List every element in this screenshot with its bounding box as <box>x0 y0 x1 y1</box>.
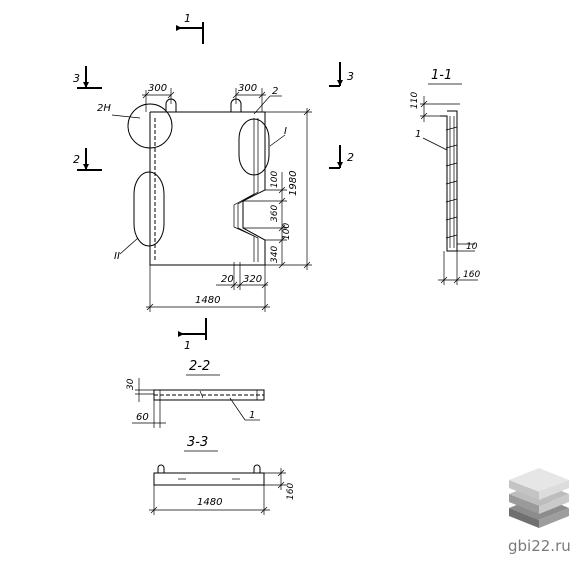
callout-1-view22: 1 <box>249 410 255 421</box>
main-elevation: 2Н II I 2 300 300 1980 <box>97 83 312 312</box>
section-label-1-bottom: 1 <box>184 339 191 352</box>
section-label-3-left: 3 <box>73 72 80 85</box>
dim-100-a: 100 <box>270 171 280 188</box>
view-3-3: 3-3 160 1480 <box>149 435 296 515</box>
section-marker-3-left: 3 <box>73 66 102 89</box>
watermark-text: gbi22.ru <box>508 537 571 555</box>
section-marker-3-right: 3 <box>329 62 354 87</box>
dim-320: 320 <box>243 274 262 285</box>
dim-60: 60 <box>136 412 149 423</box>
section-marker-1-top: 1 <box>176 12 204 44</box>
section-marker-2-right: 2 <box>329 145 354 169</box>
view-2-2: 2-2 30 60 1 <box>126 359 265 428</box>
detail-oval-I <box>238 118 270 176</box>
dim-1480-main: 1480 <box>195 295 220 306</box>
dim-1480-view33: 1480 <box>197 497 222 508</box>
callout-1-view11: 1 <box>415 129 421 140</box>
dim-360: 360 <box>270 205 280 222</box>
dim-30: 30 <box>126 378 136 390</box>
section-label-1-top: 1 <box>184 12 191 25</box>
dim-300-left: 300 <box>148 83 167 94</box>
view-title-2-2: 2-2 <box>189 359 210 374</box>
dim-20: 20 <box>221 274 234 285</box>
dim-110: 110 <box>410 92 420 109</box>
watermark-logo: gbi22.ru <box>508 468 571 555</box>
detail-oval-II <box>133 171 165 247</box>
view-title-3-3: 3-3 <box>187 435 208 450</box>
callout-2n: 2Н <box>97 103 111 114</box>
view-1-1: 1-1 110 1 10 160 <box>410 68 480 285</box>
dim-300-right: 300 <box>238 83 257 94</box>
dim-10: 10 <box>466 242 478 252</box>
detail-circle-2n <box>127 103 173 149</box>
dim-160-view11: 160 <box>463 270 480 280</box>
section-marker-1-bottom: 1 <box>178 318 207 352</box>
dim-100-b: 100 <box>282 223 292 240</box>
dim-1980: 1980 <box>288 171 299 196</box>
callout-I: I <box>284 126 287 137</box>
dim-160-view33: 160 <box>286 483 296 500</box>
section-label-2-left: 2 <box>73 153 80 166</box>
view-title-1-1: 1-1 <box>431 68 452 83</box>
panel-outline <box>149 111 266 266</box>
section-marker-2-left: 2 <box>73 148 102 171</box>
dim-340: 340 <box>270 246 280 263</box>
callout-II: II <box>114 251 120 262</box>
section-label-2-right: 2 <box>347 151 354 164</box>
callout-2: 2 <box>272 86 278 97</box>
section-label-3-right: 3 <box>347 70 354 83</box>
